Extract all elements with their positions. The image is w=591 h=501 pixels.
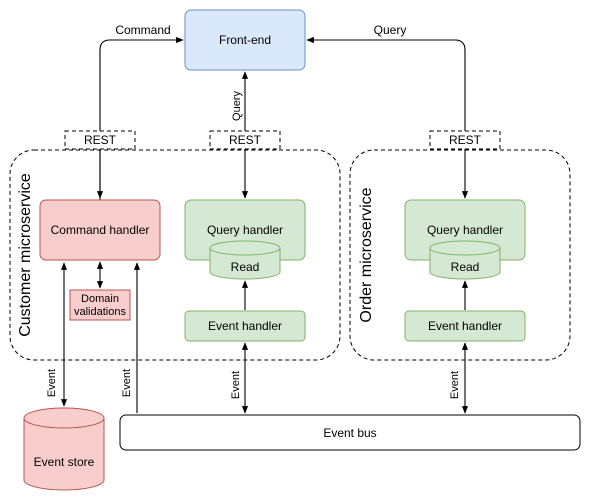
event-order-bus-edge-label: Event xyxy=(449,371,461,399)
order-microservice-group xyxy=(349,149,571,361)
customer-read-label: Read xyxy=(231,260,260,274)
command-edge-label: Command xyxy=(115,23,170,37)
order-event-handler-box xyxy=(404,310,526,342)
rest-box-order-query xyxy=(429,130,501,150)
event-cmd-bus-edge-label: Event xyxy=(121,369,133,397)
rest-box-command xyxy=(64,130,136,150)
rest-box-customer-query xyxy=(209,130,281,150)
command-edge xyxy=(99,36,184,245)
customer-microservice-label: Customer microservice xyxy=(17,173,34,337)
rest-label-order-query: REST xyxy=(449,133,482,147)
order-event-handler-label: Event handler xyxy=(428,319,502,333)
customer-read-db xyxy=(209,240,281,280)
event-bus-label: Event bus xyxy=(323,426,376,440)
command-handler-box xyxy=(39,199,161,261)
domain-validations-label-2: validations xyxy=(74,306,126,318)
event-store-db xyxy=(23,407,105,491)
customer-event-handler-label: Event handler xyxy=(208,319,282,333)
rest-label-command: REST xyxy=(84,133,117,147)
query-right-edge-label: Query xyxy=(374,23,407,37)
order-read-db xyxy=(429,240,501,280)
order-query-handler-label: Query handler xyxy=(427,223,503,237)
customer-microservice-group xyxy=(9,149,341,361)
rest-label-customer-query: REST xyxy=(229,133,262,147)
domain-validations-box xyxy=(69,289,131,321)
event-store-edge-label: Event xyxy=(46,369,58,397)
command-handler-label: Command handler xyxy=(51,223,150,237)
customer-event-handler-box xyxy=(184,310,306,342)
frontend-box xyxy=(184,9,306,71)
order-microservice-label: Order microservice xyxy=(358,187,375,322)
domain-validations-label-1: Domain xyxy=(81,293,119,305)
event-bus-box xyxy=(119,414,581,451)
frontend-label: Front-end xyxy=(219,33,271,47)
event-store-label: Event store xyxy=(34,455,95,469)
query-right-edge xyxy=(306,36,466,132)
customer-query-handler-label: Query handler xyxy=(207,223,283,237)
order-read-label: Read xyxy=(451,260,480,274)
query-left-edge-label: Query xyxy=(231,91,243,121)
event-customer-bus-edge-label: Event xyxy=(230,371,242,399)
